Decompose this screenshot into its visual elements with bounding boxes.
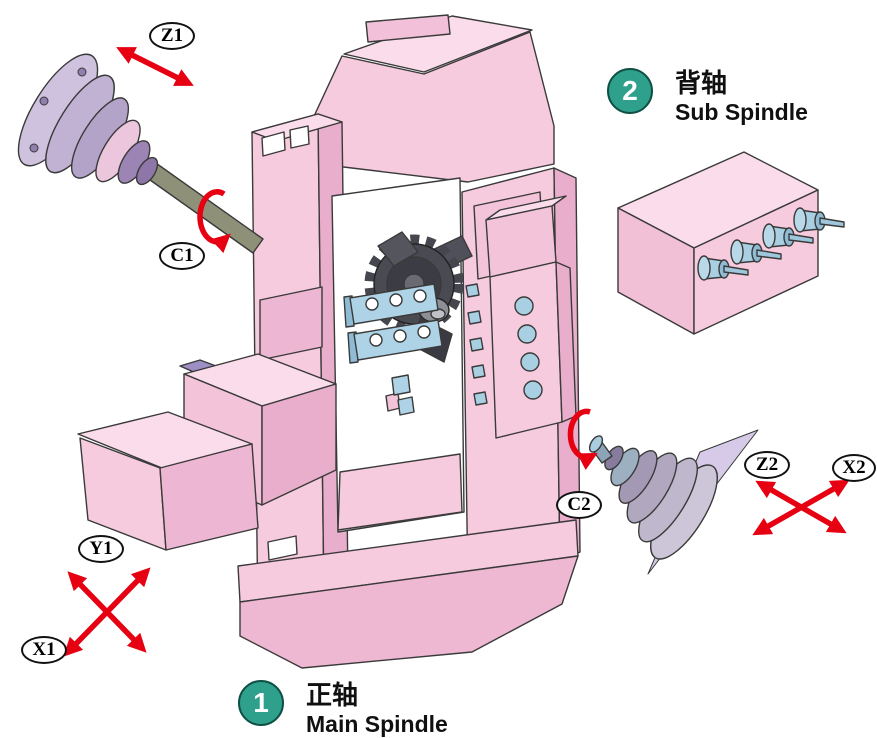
tool-post: [465, 195, 577, 439]
legend-main-label-en: Main Spindle: [306, 711, 448, 737]
main-spindle-chuck: [17, 53, 264, 254]
legend-main-label-zh: 正轴: [306, 680, 359, 710]
main-spindle-motor: [77, 353, 337, 551]
c2-rotation-arrow: [567, 408, 598, 470]
sub-spindle-tool-block: [617, 151, 845, 335]
legend-sub-label-zh: 背轴: [675, 68, 728, 98]
legend-main-text: 正轴 Main Spindle: [306, 680, 448, 738]
gang-tool-holder: [343, 283, 443, 416]
z1-axis-arrow: [116, 47, 194, 86]
y1-axis-arrow: [67, 571, 147, 653]
c1-rotation-arrow: [197, 189, 231, 254]
axis-label-z2: Z2: [744, 451, 790, 479]
axis-label-y1: Y1: [78, 535, 124, 563]
axis-arrows: [63, 47, 850, 657]
legend-sub-text: 背轴 Sub Spindle: [675, 68, 808, 126]
legend-sub-number: 2: [607, 68, 653, 114]
sub-spindle-chuck: [588, 429, 759, 575]
legend-main-spindle: 1 正轴 Main Spindle: [238, 680, 448, 738]
axis-label-c1: C1: [159, 242, 205, 270]
axis-label-x2: X2: [832, 454, 876, 482]
sub-tools: [697, 207, 845, 281]
axis-label-x1: X1: [21, 636, 67, 664]
legend-sub-label-en: Sub Spindle: [675, 99, 808, 125]
axis-label-c2: C2: [556, 491, 602, 519]
axis-label-z1: Z1: [149, 22, 195, 50]
legend-sub-spindle: 2 背轴 Sub Spindle: [607, 68, 808, 126]
legend-main-number: 1: [238, 680, 284, 726]
x2-axis-arrow: [755, 480, 847, 534]
